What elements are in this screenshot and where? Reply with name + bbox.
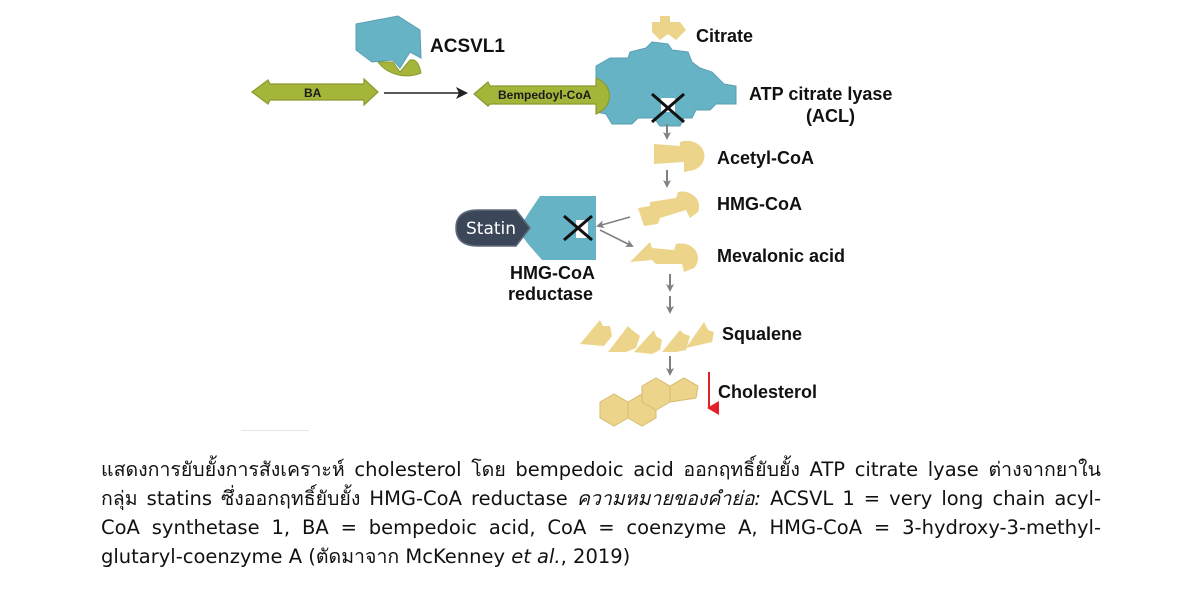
mevalonic-acid-label: Mevalonic acid — [717, 246, 845, 266]
hmg-coa-label: HMG-CoA — [717, 194, 802, 214]
hmgcr-label-line2: reductase — [508, 284, 593, 304]
hmg-coa-molecule — [638, 191, 700, 226]
bempedoic-acid-mechanism-diagram: ACSVL1 BA Bempedoyl-CoA Citrate ATP citr… — [251, 15, 892, 427]
squalene-molecule — [580, 320, 714, 354]
acsvl1-label: ACSVL1 — [430, 36, 505, 57]
caption-et-al: et al. — [511, 545, 561, 568]
hmgcr-inhibition-x-icon — [563, 214, 593, 242]
acl-inhibition-x-icon — [651, 92, 685, 124]
caption-text: , 2019) — [560, 545, 631, 568]
acsvl1-enzyme — [355, 15, 422, 77]
caption-abbrev-heading: ความหมายของคำย่อ: — [576, 487, 762, 510]
acl-label-line2: (ACL) — [806, 106, 855, 126]
acl-enzyme — [595, 41, 737, 127]
substrate-to-enzyme-arrow — [596, 216, 631, 229]
citrate-molecule — [652, 16, 686, 40]
bempedoyl-coa-label: Bempedoyl-CoA — [498, 88, 592, 102]
acl-label-line1: ATP citrate lyase — [749, 84, 892, 104]
squalene-label: Squalene — [722, 324, 802, 344]
statin-drug — [455, 209, 531, 247]
cholesterol-molecule — [599, 377, 699, 427]
statin-label: Statin — [466, 219, 516, 239]
citrate-label: Citrate — [696, 26, 753, 46]
acetyl-coa-label: Acetyl-CoA — [717, 148, 814, 168]
divider-line — [241, 430, 309, 431]
acetyl-coa-molecule — [654, 140, 705, 172]
mevalonic-acid-molecule — [630, 242, 698, 272]
cholesterol-label: Cholesterol — [718, 382, 817, 402]
ba-molecule — [251, 77, 379, 107]
caption-text: ACSVL 1 = very long chain acyl-CoA synth… — [101, 487, 1102, 568]
bempedoyl-coa-molecule — [473, 77, 611, 115]
figure-caption: แสดงการยับยั้งการสังเคราะห์ cholesterol … — [101, 455, 1101, 571]
hmgcr-label-line1: HMG-CoA — [510, 263, 595, 283]
ba-label: BA — [304, 86, 322, 100]
enzyme-to-product-arrow — [599, 229, 634, 247]
caption-text: แสดงการยับยั้งการสังเคราะห์ cholesterol … — [101, 458, 1101, 510]
